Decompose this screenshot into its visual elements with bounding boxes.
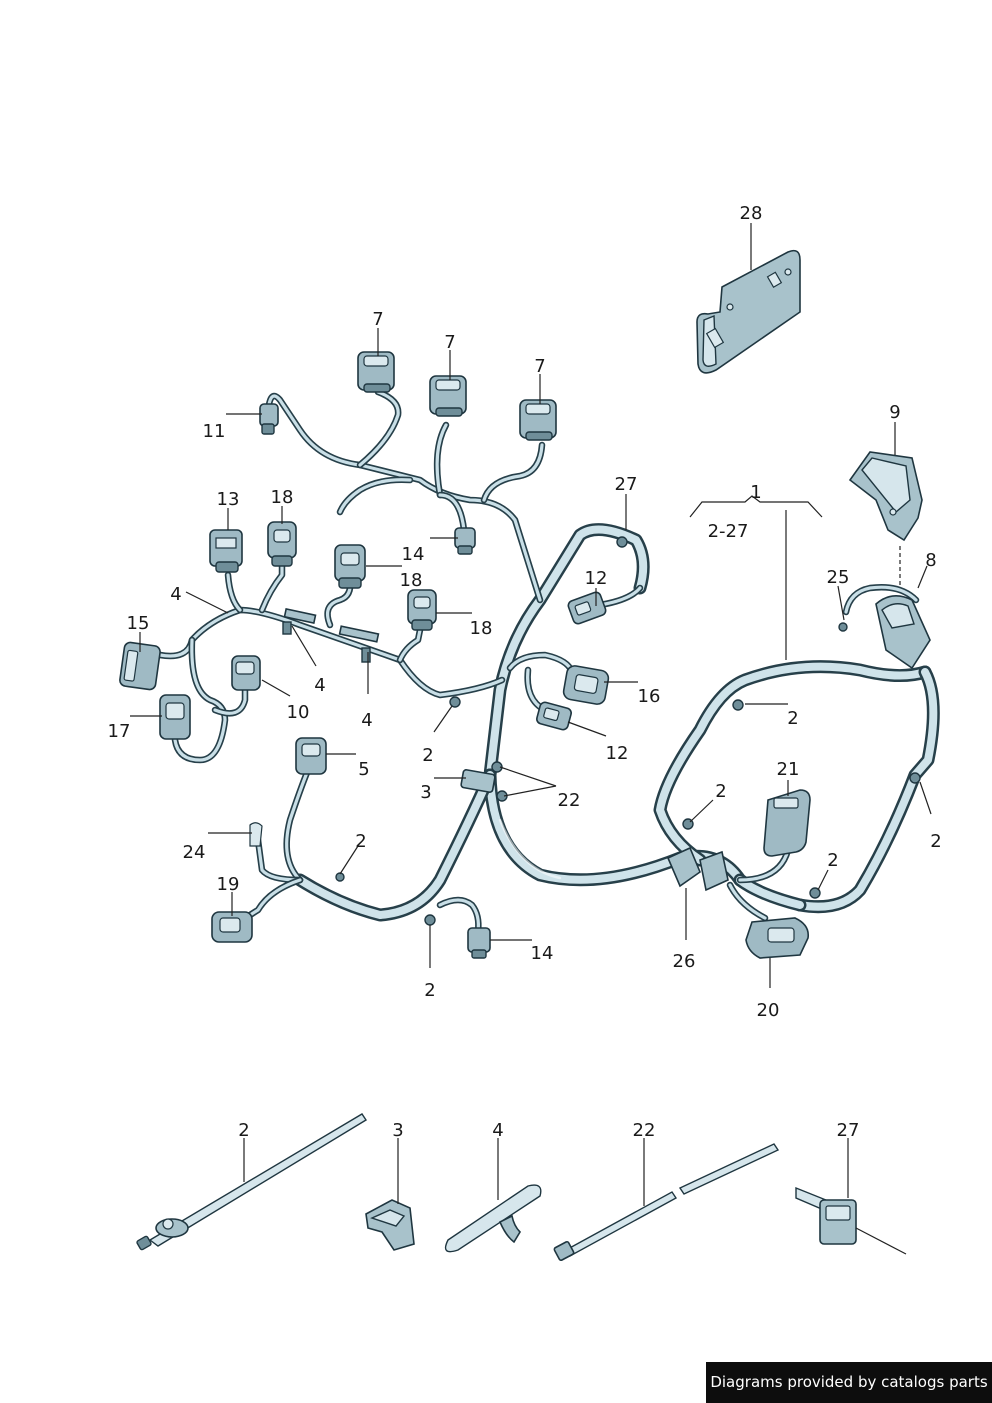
- callout-8: 8: [925, 550, 936, 571]
- terminal-24: [249, 822, 263, 847]
- callout-4b: 4: [314, 675, 325, 696]
- callout-14a: 14: [402, 544, 425, 565]
- callout-11: 11: [203, 421, 226, 442]
- callout-20: 20: [757, 1000, 780, 1021]
- connector-19: [211, 911, 253, 943]
- detail-callout-labels: 2 3 4 22 27: [238, 1120, 859, 1141]
- callout-2c: 2: [715, 781, 726, 802]
- part-8-unit: [838, 584, 931, 670]
- connector-14-lower: [467, 927, 491, 959]
- footer-credit-text: Diagrams provided by catalogs parts: [710, 1373, 988, 1391]
- connector-18b: [334, 544, 366, 589]
- part-28-bracket: [696, 249, 801, 374]
- connector-16: [562, 665, 610, 705]
- callout-2e: 2: [355, 831, 366, 852]
- callout-27: 27: [615, 474, 638, 495]
- connector-11: [259, 403, 279, 435]
- callout-2f: 2: [827, 850, 838, 871]
- footer-credit-badge: Diagrams provided by catalogs parts: [706, 1362, 992, 1403]
- connector-18c: [407, 589, 437, 631]
- detail-part-4-bracket: [444, 1138, 542, 1253]
- callout-3: 3: [420, 782, 431, 803]
- callout-4c: 4: [361, 710, 372, 731]
- callout-10: 10: [287, 702, 310, 723]
- callout-1-range: 2-27: [708, 521, 749, 542]
- connector-20: [745, 917, 810, 959]
- callout-9: 9: [889, 402, 900, 423]
- detail-part-27-clip: [795, 1138, 907, 1255]
- connector-12b: [536, 701, 572, 731]
- connector-7c: [519, 399, 557, 441]
- callout-13: 13: [217, 489, 240, 510]
- callout-labels: 28 9 8 25 1 2-27 7 7 7 11 13 18 14 18 18…: [108, 203, 942, 1021]
- connectors: [119, 351, 921, 959]
- connector-13: [209, 529, 243, 573]
- callout-26: 26: [673, 951, 696, 972]
- callout-18c: 18: [470, 618, 493, 639]
- detail-part-22-cable-tie: [553, 1138, 780, 1262]
- connector-5: [295, 737, 327, 775]
- callout-12a: 12: [585, 568, 608, 589]
- part-9-cover: [848, 451, 923, 542]
- connector-15: [119, 641, 161, 691]
- callout-17: 17: [108, 721, 131, 742]
- connector-10: [231, 655, 261, 691]
- callout-22: 22: [558, 790, 581, 811]
- callout-18a: 18: [271, 487, 294, 508]
- detail-callout-3: 3: [392, 1120, 403, 1141]
- callout-2d: 2: [930, 831, 941, 852]
- callout-2b: 2: [787, 708, 798, 729]
- connector-7a: [357, 351, 395, 393]
- callout-7a: 7: [372, 309, 383, 330]
- connector-7b: [429, 375, 467, 417]
- connector-14-upper: [454, 527, 476, 555]
- callout-1: 1: [750, 482, 761, 503]
- connector-17: [159, 694, 191, 740]
- callout-16: 16: [638, 686, 661, 707]
- callout-7c: 7: [534, 356, 545, 377]
- connector-18a: [267, 521, 297, 567]
- callout-21: 21: [777, 759, 800, 780]
- callout-28: 28: [740, 203, 763, 224]
- callout-19: 19: [217, 874, 240, 895]
- callout-7b: 7: [444, 332, 455, 353]
- detail-callout-22: 22: [633, 1120, 656, 1141]
- callout-25: 25: [827, 567, 850, 588]
- callout-14b: 14: [531, 943, 554, 964]
- detail-callout-2: 2: [238, 1120, 249, 1141]
- callout-5: 5: [358, 759, 369, 780]
- connector-21: [763, 789, 811, 857]
- detail-callout-4: 4: [492, 1120, 503, 1141]
- callout-24: 24: [183, 842, 206, 863]
- callout-2a: 2: [422, 745, 433, 766]
- harness-upper: [156, 388, 792, 936]
- callout-12b: 12: [606, 743, 629, 764]
- connector-12a: [567, 591, 607, 625]
- callout-15: 15: [127, 613, 150, 634]
- callout-2g: 2: [424, 980, 435, 1001]
- callout-18b: 18: [400, 570, 423, 591]
- leader-lines: [130, 223, 932, 988]
- callout-4a: 4: [170, 584, 181, 605]
- detail-part-3-clip: [365, 1138, 415, 1251]
- detail-part-2-cable-tie: [136, 1113, 367, 1251]
- detail-callout-27: 27: [837, 1120, 860, 1141]
